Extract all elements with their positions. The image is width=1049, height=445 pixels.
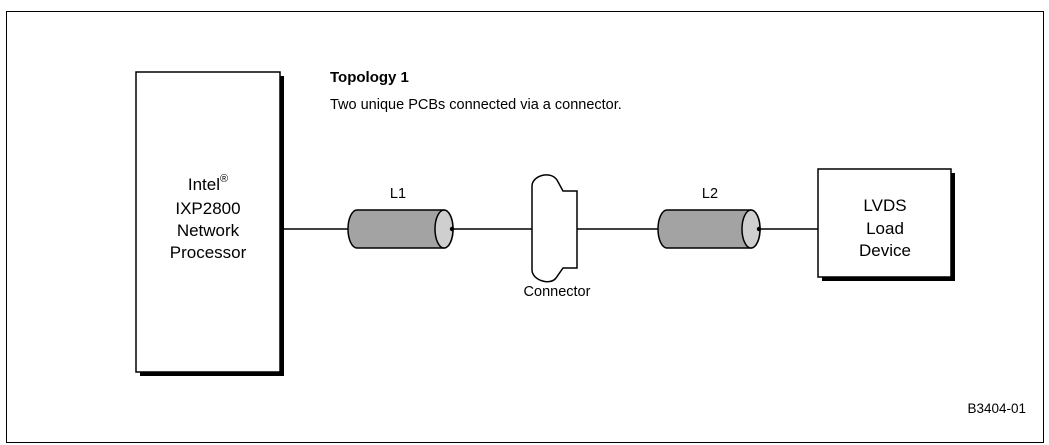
trace-l2-cylinder — [657, 209, 762, 249]
connector-label: Connector — [524, 284, 591, 300]
diagram-frame — [6, 11, 1044, 443]
load-device-label-line1: LVDS — [863, 196, 906, 215]
load-device-block — [817, 168, 952, 278]
processor-block — [135, 71, 281, 373]
processor-label-line2: IXP2800 — [175, 199, 240, 218]
load-device-label-line3: Device — [859, 241, 911, 260]
load-device-label-line2: Load — [866, 219, 904, 238]
trace-l1-cylinder — [347, 209, 455, 249]
connector-symbol — [531, 174, 578, 283]
topology-subtitle: Two unique PCBs connected via a connecto… — [330, 97, 622, 113]
trace-l2-label: L2 — [702, 186, 718, 202]
processor-label-line1: Intel® — [188, 173, 228, 194]
figure-id: B3404-01 — [967, 401, 1026, 416]
trace-l1-label: L1 — [390, 186, 406, 202]
processor-label-line3: Network — [177, 221, 240, 240]
topology-title: Topology 1 — [330, 69, 409, 86]
processor-label-line4: Processor — [170, 243, 247, 262]
